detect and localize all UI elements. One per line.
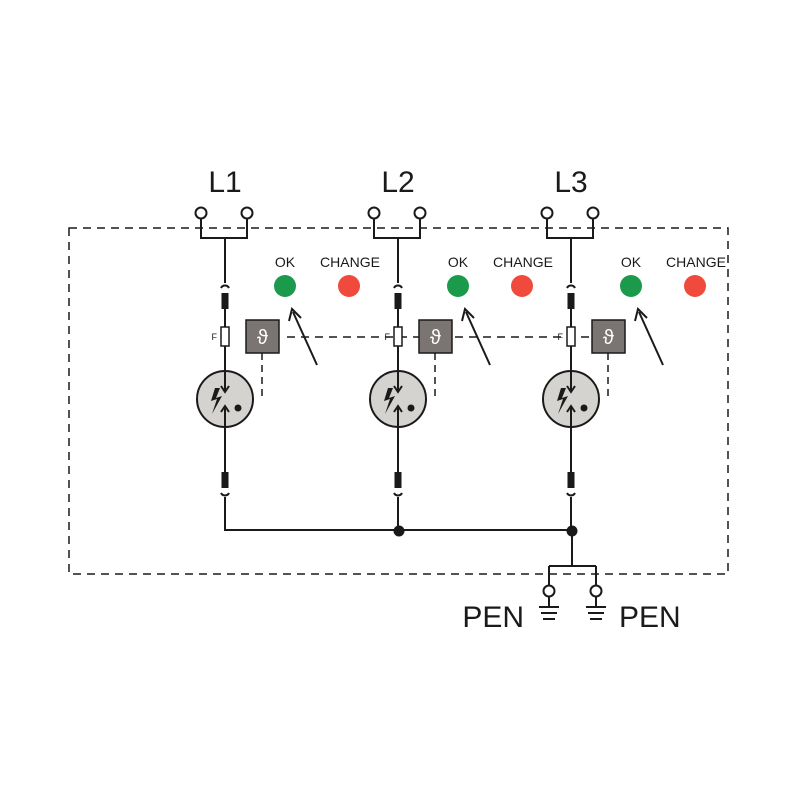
arrester-electrode-top <box>393 372 403 394</box>
pen-right-terminal[interactable] <box>589 584 603 598</box>
disconnect-block-top <box>221 293 229 309</box>
disconnect-contact-bottom <box>393 492 403 497</box>
disconnect-contact-bottom <box>566 492 576 497</box>
ok-label: OK <box>621 254 642 270</box>
disconnect-block-bottom <box>567 472 575 488</box>
input-bridge-wire <box>546 219 594 239</box>
input-terminal-right[interactable] <box>240 206 254 220</box>
ok-label: OK <box>275 254 296 270</box>
lightning-bolt-icon <box>211 388 222 414</box>
fuse <box>393 326 403 347</box>
disconnect-block-top <box>394 293 402 309</box>
ground-icon <box>586 597 606 620</box>
phase-label: L1 <box>208 166 241 199</box>
pen-label-right: PEN <box>619 601 681 634</box>
disconnect-contact-top <box>220 284 230 289</box>
arrester-electrode-bottom <box>220 404 230 426</box>
fuse <box>566 326 576 347</box>
disconnect-contact-top <box>393 284 403 289</box>
pen-left-terminal[interactable] <box>542 584 556 598</box>
ok-label: OK <box>448 254 469 270</box>
disconnect-block-bottom <box>221 472 229 488</box>
pen-label-left: PEN <box>462 601 524 634</box>
arrester-electrode-bottom <box>566 404 576 426</box>
lightning-bolt-icon <box>557 388 568 414</box>
disconnect-block-top <box>567 293 575 309</box>
indicator-arrow-head <box>461 307 475 322</box>
arrester-indicator-dot <box>580 404 588 412</box>
bus-node-l2 <box>393 525 405 537</box>
indicator-arrow-line <box>292 311 318 366</box>
ground-icon <box>539 597 559 620</box>
input-terminal-left[interactable] <box>367 206 381 220</box>
arrester-electrode-top <box>220 372 230 394</box>
disconnect-block-bottom <box>394 472 402 488</box>
theta-thermal-icon: ϑ <box>257 327 268 349</box>
theta-thermal-icon: ϑ <box>430 327 441 349</box>
input-terminal-left[interactable] <box>194 206 208 220</box>
change-indicator-light <box>338 275 360 297</box>
change-label: CHANGE <box>666 254 726 270</box>
phase-label: L3 <box>554 166 587 199</box>
fuse <box>220 326 230 347</box>
indicator-arrow-line <box>465 311 491 366</box>
indicator-arrow-line <box>638 311 664 366</box>
disconnect-contact-bottom <box>220 492 230 497</box>
input-terminal-right[interactable] <box>586 206 600 220</box>
input-terminal-left[interactable] <box>540 206 554 220</box>
change-label: CHANGE <box>320 254 380 270</box>
arrester-indicator-dot <box>407 404 415 412</box>
input-terminal-right[interactable] <box>413 206 427 220</box>
device-housing-outline <box>68 227 729 575</box>
arrester-electrode-bottom <box>393 404 403 426</box>
fuse-label: F <box>212 332 218 342</box>
fuse-label: F <box>558 332 564 342</box>
change-label: CHANGE <box>493 254 553 270</box>
change-indicator-light <box>684 275 706 297</box>
theta-thermal-icon: ϑ <box>603 327 614 349</box>
indicator-arrow-head <box>288 307 302 322</box>
change-indicator-light <box>511 275 533 297</box>
arrester-electrode-top <box>566 372 576 394</box>
disconnect-contact-top <box>566 284 576 289</box>
indicator-arrow-head <box>634 307 648 322</box>
arrester-indicator-dot <box>234 404 242 412</box>
thermal-monitor-box <box>591 319 626 354</box>
ok-indicator-light <box>274 275 296 297</box>
ok-indicator-light <box>620 275 642 297</box>
phase-label: L2 <box>381 166 414 199</box>
fuse-label: F <box>385 332 391 342</box>
lightning-bolt-icon <box>384 388 395 414</box>
ok-indicator-light <box>447 275 469 297</box>
